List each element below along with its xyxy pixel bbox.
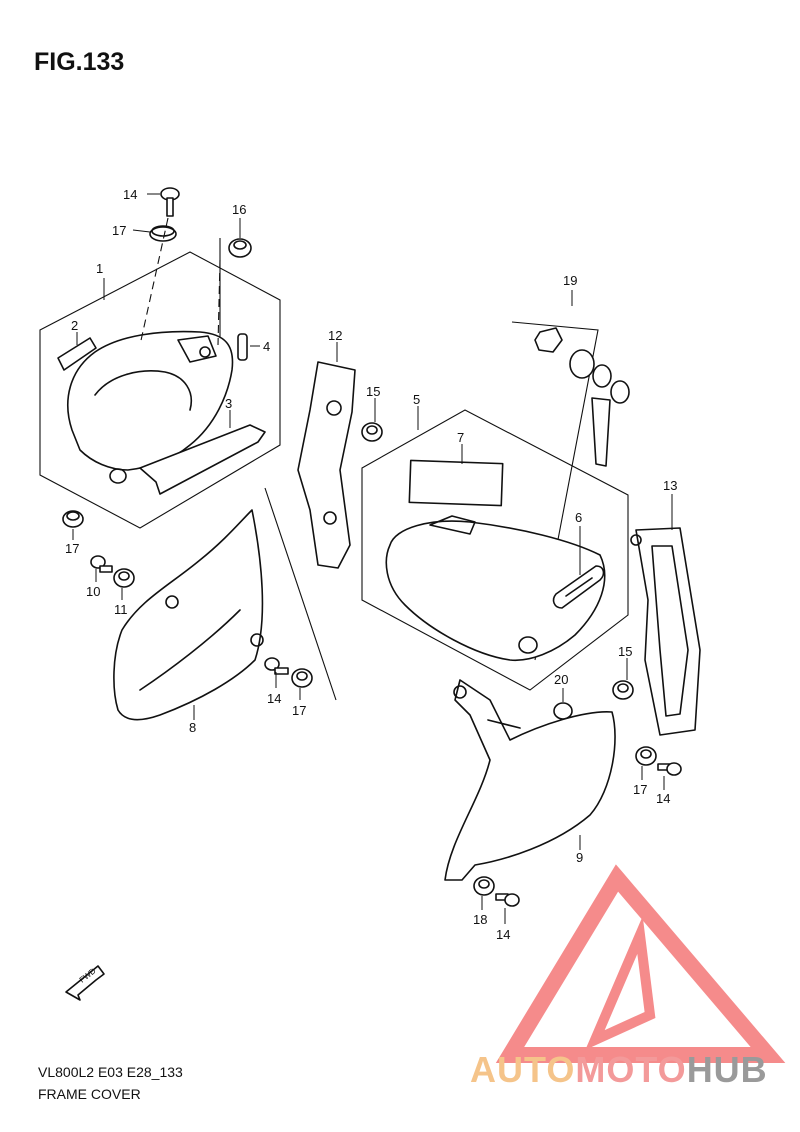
part-18-cushion	[473, 876, 495, 896]
callout-4: 4	[263, 339, 270, 354]
callout-13: 13	[663, 478, 677, 493]
part-14-screw-right	[657, 762, 682, 776]
callout-1: 1	[96, 261, 103, 276]
callout-12: 12	[328, 328, 342, 343]
callout-11: 11	[114, 602, 128, 617]
part-17-cushion-left	[62, 510, 84, 528]
callout-6: 6	[575, 510, 582, 525]
part-4-pin	[237, 333, 248, 361]
section-name: FRAME COVER	[38, 1086, 141, 1102]
callout-17-right: 17	[633, 782, 647, 797]
part-17-cushion-right	[635, 746, 657, 766]
watermark-logo-icon	[495, 864, 786, 1063]
part-1-frame-cover-left	[67, 330, 234, 484]
callout-2: 2	[71, 318, 78, 333]
callout-numbers: 14 17 16 1 2 4 3 12 15 5 7 19 6 13 15 20…	[65, 187, 677, 942]
assembly-axis-1	[139, 217, 169, 346]
part-14-screw-middle	[264, 657, 289, 675]
callout-14-middle: 14	[267, 691, 281, 706]
part-17-cushion-middle	[291, 668, 313, 688]
watermark-part-moto: MOTO	[575, 1049, 687, 1090]
callout-14-bottom: 14	[496, 927, 510, 942]
callout-10: 10	[86, 584, 100, 599]
part-14-screw-bottom	[495, 893, 520, 907]
model-code: VL800L2 E03 E28_133	[38, 1064, 183, 1080]
watermark-text: AUTOMOTOHUB	[470, 1049, 768, 1091]
callout-9: 9	[576, 850, 583, 865]
part-15-grommet-left	[361, 422, 383, 442]
part-12-bracket	[297, 361, 356, 569]
part-14-screw-top	[160, 187, 180, 217]
group-outline-right	[361, 409, 629, 691]
callout-7: 7	[457, 430, 464, 445]
part-16-grommet	[228, 238, 252, 258]
callout-17-top: 17	[112, 223, 126, 238]
callout-8: 8	[189, 720, 196, 735]
callout-14-right: 14	[656, 791, 670, 806]
part-7-label	[408, 459, 504, 507]
part-10-bolt	[90, 555, 113, 573]
callout-5: 5	[413, 392, 420, 407]
part-13-strip-cover	[630, 527, 701, 736]
watermark-part-auto: AUTO	[470, 1049, 576, 1090]
part-9-lower-cover-right	[444, 679, 616, 881]
callout-16: 16	[232, 202, 246, 217]
callout-15-left: 15	[366, 384, 380, 399]
part-11-grommet	[113, 568, 135, 588]
callout-19: 19	[563, 273, 577, 288]
callout-17-middle: 17	[292, 703, 306, 718]
watermark-part-hub: HUB	[686, 1049, 768, 1090]
callout-20: 20	[554, 672, 568, 687]
callout-14-top: 14	[123, 187, 137, 202]
part-6-emblem	[552, 565, 605, 609]
part-17-cushion-top	[149, 225, 177, 242]
figure-title: FIG.133	[34, 48, 125, 76]
callout-15-right: 15	[618, 644, 632, 659]
callout-3: 3	[225, 396, 232, 411]
callout-17-left: 17	[65, 541, 79, 556]
fwd-arrow-icon: FWD	[65, 965, 105, 1001]
part-15-grommet-right	[612, 680, 634, 700]
leader-lines	[72, 193, 673, 924]
callout-18: 18	[473, 912, 487, 927]
part-20-grommet	[553, 702, 573, 720]
part-19-lock-set	[534, 327, 630, 467]
part-8-lower-cover-left	[113, 509, 264, 721]
group-outline-left	[39, 251, 281, 529]
part-5-frame-cover-right	[385, 515, 606, 662]
guide-line-left	[264, 487, 337, 701]
part-2-emblem	[57, 337, 97, 371]
part-3-strip	[139, 424, 266, 495]
